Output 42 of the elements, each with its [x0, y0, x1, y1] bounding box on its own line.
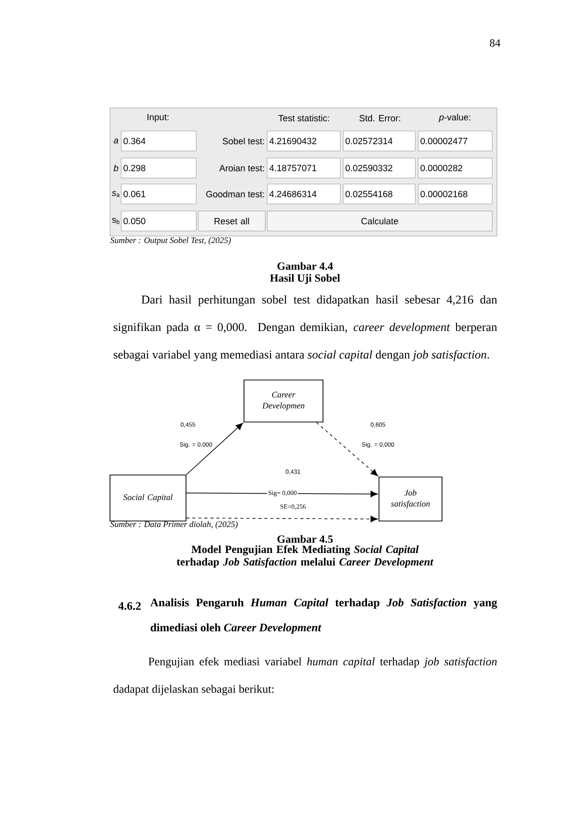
output-field: 0.02554168	[343, 184, 416, 204]
paragraph: Pengujian efek mediasi variabel human capital terhadap job satisfaction dadapat dijelaskan sebagai berikut:	[114, 657, 497, 696]
output-field: 0.00002168	[418, 184, 492, 204]
input-field: 0.298	[121, 158, 196, 178]
test-label: Sobel test:	[222, 138, 264, 144]
row-label: s$_{a}$	[112, 191, 120, 197]
output-field: 4.18757071	[267, 158, 340, 178]
source-note: Sumber : Output Sobel Test, (2025)	[110, 237, 231, 245]
page-number: 84	[490, 39, 500, 47]
output-field: 4.24686314	[267, 184, 340, 204]
input-field: 0.364	[121, 130, 196, 152]
arrow	[186, 422, 244, 475]
reset-button: Reset all	[198, 210, 266, 232]
section-number: 4.6.2	[118, 602, 141, 610]
column-header: Input:	[148, 114, 168, 122]
column-header: Std. Error:	[360, 114, 400, 122]
arrow	[316, 422, 378, 476]
arrow	[186, 516, 378, 522]
variable-box: Social Capital	[110, 474, 186, 522]
column-header: p-value:	[438, 114, 470, 122]
variable-box: Career Developmen	[244, 380, 324, 422]
row-label: s$_{b}$	[112, 218, 120, 224]
output-field: 4.21690432	[267, 130, 340, 152]
figure-caption: Gambar 4.4	[277, 262, 333, 270]
input-field: 0.061	[121, 184, 196, 204]
test-label: Goodman test:	[206, 190, 264, 198]
row-label: b	[114, 164, 118, 172]
paragraph: Dari hasil perhitungan sobel test didapatkan hasil sebesar 4,216 dan signifikan pada α = 0,000. Dengan demikian, career development berperan sebagai variabel yang memediasi antara social capital denganjob satisfaction.	[114, 295, 498, 362]
figure-caption: Model Pengujian Efek Mediating Social Capital terhadap Job Satisfaction melalui Career Development	[176, 545, 434, 568]
row-label: a	[114, 138, 118, 144]
input-field: 0.050	[121, 210, 196, 232]
section-heading: Analisis Pengaruh Human Capital terhadap Job Satisfaction yang dimediasi oleh Career Development	[150, 598, 498, 634]
output-field: 0.02590332	[343, 158, 416, 178]
test-label: Aroian test:	[219, 164, 264, 172]
output-field: 0.0000282	[418, 158, 492, 178]
column-header: Test statistic:	[278, 114, 329, 122]
variable-box: Job satisfaction	[378, 476, 442, 522]
source-note: Sumber : Data Primer diolah, (2025)	[110, 521, 238, 529]
output-field: 0.02572314	[343, 130, 416, 152]
output-field: 0.00002477	[418, 130, 492, 152]
figure-caption: Hasil Uji Sobel	[270, 274, 340, 284]
figure-caption: Gambar 4.5	[277, 535, 333, 543]
